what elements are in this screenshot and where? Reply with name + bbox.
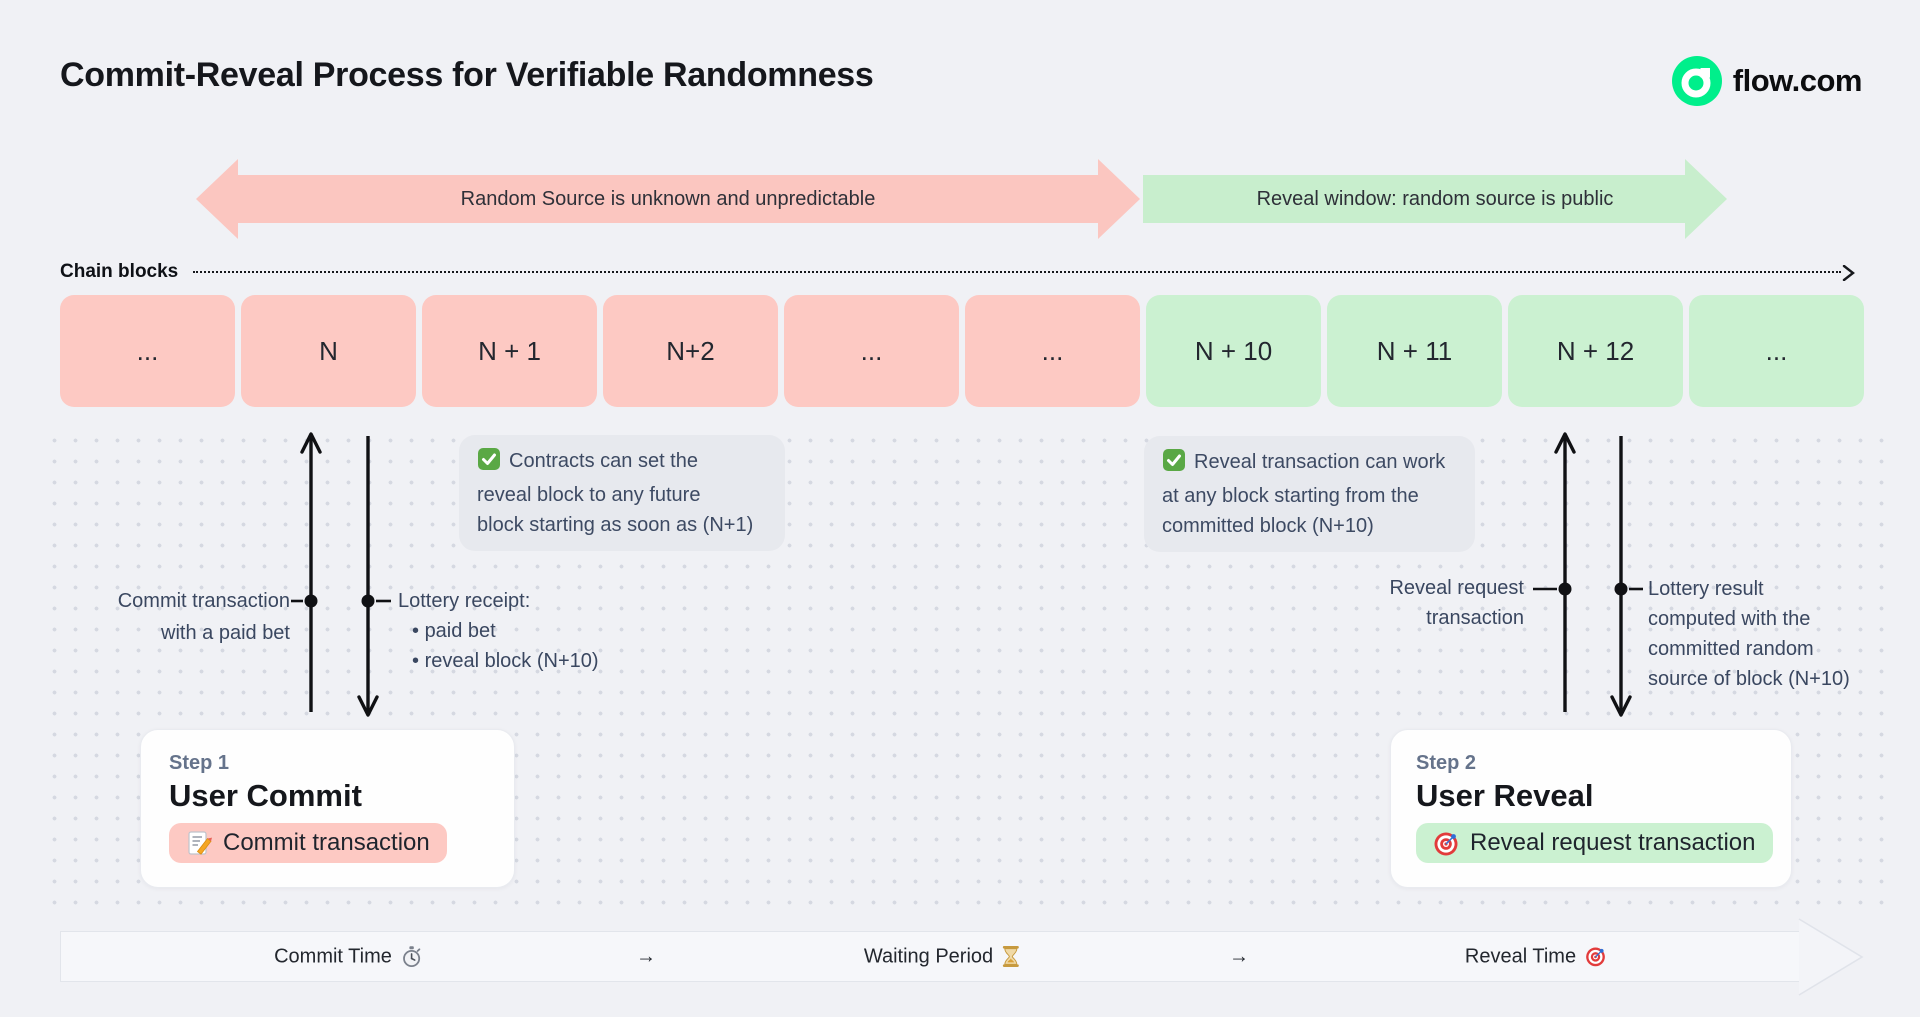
chain-block-n11: N + 11 xyxy=(1327,295,1502,407)
flow-logo-icon xyxy=(1671,56,1722,106)
reveal-phase-label: Reveal window: random source is public xyxy=(1256,187,1614,210)
page-title: Commit-Reveal Process for Verifiable Ran… xyxy=(60,56,874,94)
check-icon xyxy=(477,447,501,480)
timeline-waiting-period: Waiting Period xyxy=(864,945,1020,968)
step-1-label: Step 1 xyxy=(169,752,230,774)
lottery-result-line3: committed random xyxy=(1648,638,1814,660)
timeline-reveal-time-label: Reveal Time xyxy=(1464,945,1577,967)
chain-block-n2: N+2 xyxy=(603,295,778,407)
reveal-phase-arrow: Reveal window: random source is public xyxy=(1143,159,1727,239)
target-icon xyxy=(1433,830,1460,857)
lottery-receipt-bullet-1: paid bet xyxy=(398,616,599,646)
reveal-request-line1: Reveal request xyxy=(1389,577,1524,599)
lottery-result-label: Lottery result computed with the committ… xyxy=(1648,574,1850,694)
step-2-label: Step 2 xyxy=(1416,752,1477,774)
double-arrow-shape xyxy=(196,159,1140,239)
chain-block-n10: N + 10 xyxy=(1146,295,1321,407)
lottery-result-line1: Lottery result xyxy=(1648,578,1764,600)
memo-icon xyxy=(186,830,213,857)
commit-note-line2: reveal block to any future xyxy=(477,484,701,506)
reveal-note-line1: Reveal transaction can work xyxy=(1194,451,1446,473)
commit-phase-label: Random Source is unknown and unpredictab… xyxy=(460,187,876,210)
timeline-arrow-1: → xyxy=(636,945,656,968)
step-2-card: Step 2 User Reveal Reveal request transa… xyxy=(1390,729,1792,888)
step-1-card: Step 1 User Commit Commit transaction xyxy=(140,729,515,888)
chain-block-next: ... xyxy=(1689,295,1864,407)
commit-transaction-line1: Commit transaction xyxy=(117,590,290,612)
timeline-reveal-time: Reveal Time xyxy=(1465,945,1607,968)
chain-block-n: N xyxy=(241,295,416,407)
timeline-commit-time-label: Commit Time xyxy=(274,945,392,967)
timeline-arrow-2: → xyxy=(1229,945,1249,968)
lottery-receipt-label: Lottery receipt: paid bet reveal block (… xyxy=(398,586,599,676)
lottery-result-line2: computed with the xyxy=(1648,608,1811,630)
step-1-title: User Commit xyxy=(169,778,362,813)
timeline-bar: Commit Time → Waiting Period xyxy=(60,931,1799,982)
commit-transaction-line2: with a paid bet xyxy=(161,622,290,644)
commit-transaction-button: Commit transaction xyxy=(169,823,447,863)
chain-block-gap2: ... xyxy=(965,295,1140,407)
timeline-arrowhead xyxy=(1798,918,1864,996)
target-icon xyxy=(1585,946,1607,968)
commit-transaction-button-label: Commit transaction xyxy=(223,829,430,856)
chain-blocks-row: ... N N + 1 N+2 ... ... N + 10 N + 11 N … xyxy=(60,295,1864,407)
check-icon xyxy=(1162,448,1186,481)
arrow-right-glyph: → xyxy=(1229,945,1249,967)
hourglass-icon xyxy=(1002,946,1020,968)
reveal-note-line3: committed block (N+10) xyxy=(1162,515,1374,537)
chain-block-n12: N + 12 xyxy=(1508,295,1683,407)
stopwatch-icon xyxy=(401,946,422,968)
chain-timeline-arrowhead-icon xyxy=(1842,265,1855,281)
commit-note-box: Contracts can set the reveal block to an… xyxy=(459,435,785,551)
brand-name: flow.com xyxy=(1732,63,1863,98)
step-2-title: User Reveal xyxy=(1416,778,1594,813)
commit-phase-arrow: Random Source is unknown and unpredictab… xyxy=(196,159,1140,239)
reveal-note-line2: at any block starting from the xyxy=(1162,485,1419,507)
reveal-request-label: Reveal request transaction xyxy=(1304,573,1524,633)
chain-block-gap1: ... xyxy=(784,295,959,407)
chain-blocks-label: Chain blocks xyxy=(60,261,179,282)
arrow-right-glyph: → xyxy=(636,945,656,967)
reveal-request-line2: transaction xyxy=(1426,607,1524,629)
chain-block-prev: ... xyxy=(60,295,235,407)
reveal-request-button-label: Reveal request transaction xyxy=(1470,829,1756,856)
chain-timeline-dotted-line xyxy=(193,271,1841,273)
lottery-receipt-bullet-2: reveal block (N+10) xyxy=(398,646,599,676)
lottery-result-line4: source of block (N+10) xyxy=(1648,668,1850,690)
commit-note-line3: block starting as soon as (N+1) xyxy=(477,514,754,536)
brand: flow.com xyxy=(1671,56,1863,106)
right-arrow-shape xyxy=(1143,159,1727,239)
reveal-request-button: Reveal request transaction xyxy=(1416,823,1773,863)
timeline-waiting-period-label: Waiting Period xyxy=(863,945,994,967)
reveal-note-box: Reveal transaction can work at any block… xyxy=(1144,436,1475,552)
timeline-commit-time: Commit Time xyxy=(274,945,422,968)
commit-note-line1: Contracts can set the xyxy=(509,450,698,472)
commit-transaction-label: Commit transaction with a paid bet xyxy=(50,585,290,649)
chain-block-n1: N + 1 xyxy=(422,295,597,407)
lottery-receipt-title: Lottery receipt: xyxy=(398,590,531,612)
